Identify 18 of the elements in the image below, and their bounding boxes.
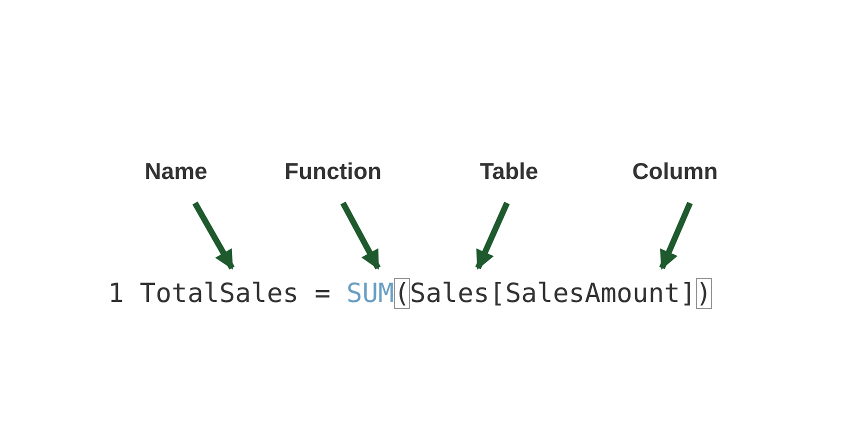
annotation-label: Name bbox=[144, 158, 208, 185]
operator: = bbox=[314, 278, 330, 309]
line-number: 1 bbox=[108, 278, 124, 309]
table-name: Sales bbox=[410, 278, 490, 309]
parenthesis: ( bbox=[394, 278, 410, 309]
annotation-label: Column bbox=[632, 158, 718, 185]
measure-name: TotalSales bbox=[140, 278, 299, 309]
annotation-label: Function bbox=[284, 158, 382, 185]
function-name: SUM bbox=[346, 278, 394, 309]
parenthesis: ) bbox=[696, 278, 712, 309]
arrow bbox=[475, 202, 510, 270]
arrow bbox=[659, 202, 693, 270]
arrow bbox=[340, 202, 381, 270]
arrow bbox=[192, 202, 235, 270]
annotation-label: Table bbox=[480, 158, 538, 185]
bracket: ] bbox=[680, 278, 696, 309]
column-name: SalesAmount bbox=[505, 278, 680, 309]
bracket: [ bbox=[489, 278, 506, 309]
